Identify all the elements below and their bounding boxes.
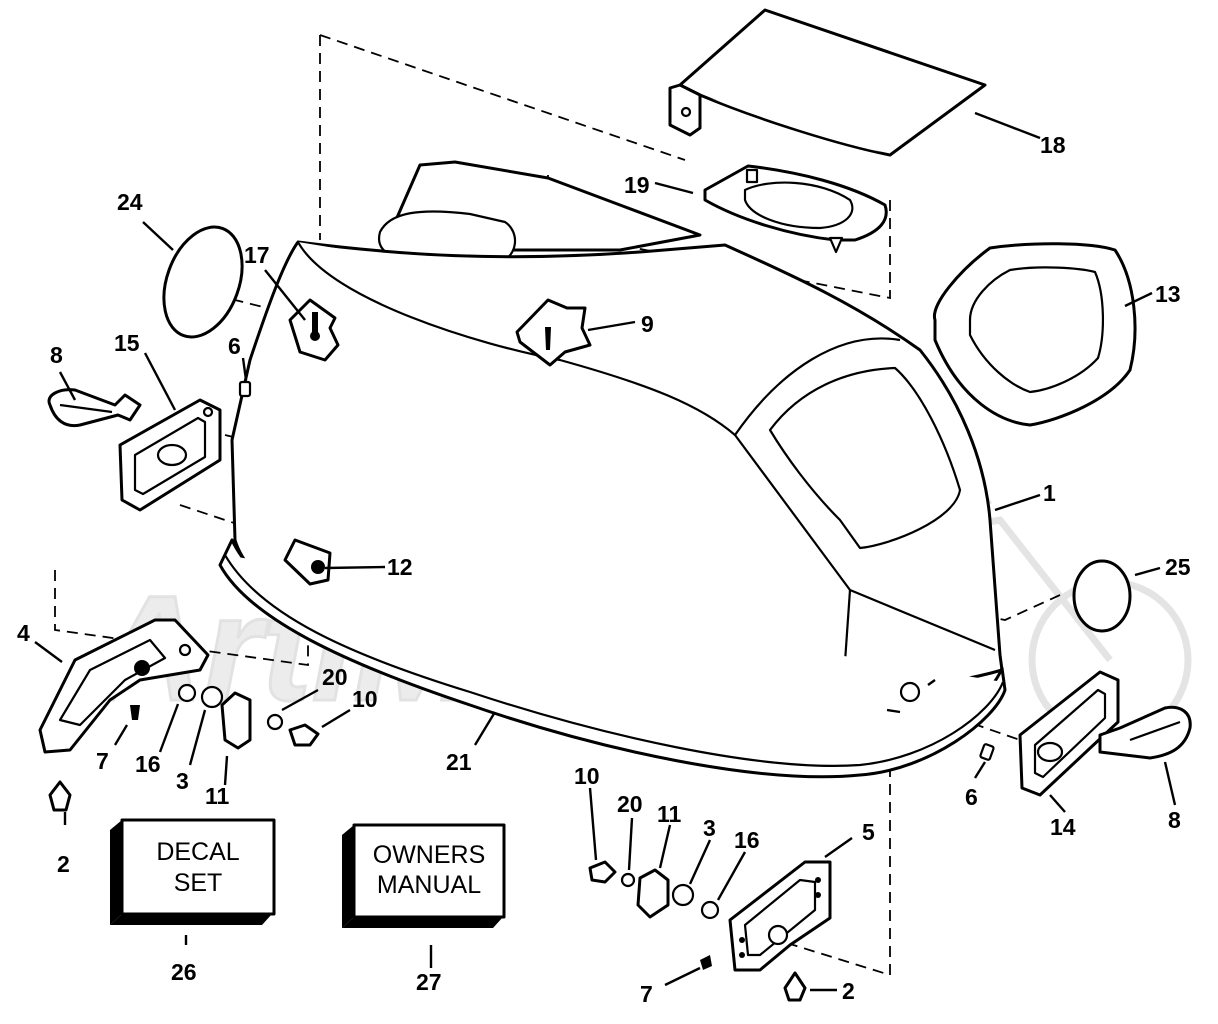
callout-8-right: 8 <box>1168 807 1181 833</box>
callout-labels: 18 19 24 17 13 9 15 6 8 1 12 25 4 20 10 … <box>17 132 1191 1007</box>
callout-16-right: 16 <box>734 827 760 853</box>
snap-2-left <box>48 780 72 812</box>
latch-plate-15 <box>118 398 222 512</box>
washer-20-right <box>620 872 636 888</box>
bracket-5 <box>728 860 832 972</box>
screw-6-right <box>979 743 995 761</box>
bolt-10-left <box>288 723 320 747</box>
callout-5: 5 <box>862 819 875 845</box>
handle-8-left <box>47 388 142 428</box>
latch-plate-12 <box>283 538 332 586</box>
owners-manual-box: OWNERS MANUAL <box>342 823 506 928</box>
engine-cover <box>218 160 1007 779</box>
callout-2-right: 2 <box>842 978 855 1004</box>
callout-13: 13 <box>1155 281 1181 307</box>
callout-8-left: 8 <box>50 342 63 368</box>
callout-3-right: 3 <box>703 815 716 841</box>
callout-1: 1 <box>1043 480 1056 506</box>
snap-2-right <box>783 971 807 1002</box>
callout-18: 18 <box>1040 132 1066 158</box>
callout-21: 21 <box>446 749 472 775</box>
washer-3-right <box>671 883 695 907</box>
top-cap-body <box>678 8 987 157</box>
callout-4: 4 <box>17 620 30 646</box>
hinge-11-right <box>636 868 670 919</box>
latch-plate-9 <box>515 298 592 367</box>
screw-6-left <box>238 380 252 398</box>
o-ring-25 <box>1072 559 1132 633</box>
washer-20-left <box>266 713 284 731</box>
callout-12: 12 <box>387 554 413 580</box>
manual-box-line2: MANUAL <box>377 871 481 899</box>
top-cap <box>668 8 987 157</box>
cover-grommet-hole <box>899 681 921 703</box>
callout-24: 24 <box>117 189 143 215</box>
window-frame <box>933 242 1137 427</box>
cover-crease-top <box>297 241 901 437</box>
washer-16-left <box>177 683 197 703</box>
o-ring-24 <box>162 225 244 339</box>
callout-20-left: 20 <box>322 664 348 690</box>
hatch-opening <box>743 181 854 230</box>
latch-plate-14 <box>1018 670 1120 797</box>
callout-3-left: 3 <box>176 768 189 794</box>
handle-8-right <box>1098 705 1192 760</box>
callout-25: 25 <box>1165 554 1191 580</box>
callout-6-right: 6 <box>965 784 978 810</box>
cover-seal-line <box>224 554 1005 767</box>
callout-26: 26 <box>171 959 197 985</box>
decal-set-box: DECAL SET <box>110 818 276 925</box>
callout-14: 14 <box>1050 814 1076 840</box>
hinge-11-left <box>220 691 252 750</box>
callout-27: 27 <box>416 969 442 995</box>
window-frame-inner <box>968 266 1104 394</box>
callout-20-right: 20 <box>617 791 643 817</box>
callout-11-right: 11 <box>657 801 682 827</box>
callout-7-right: 7 <box>640 981 653 1007</box>
callout-10-right: 10 <box>574 763 600 789</box>
snap-7-left <box>130 705 140 720</box>
washer-16-right <box>700 900 720 920</box>
cover-window <box>768 366 962 550</box>
leader-lines <box>34 111 1177 992</box>
decal-box-line2: SET <box>174 869 223 897</box>
callout-15: 15 <box>114 330 140 356</box>
callout-10-left: 10 <box>352 686 378 712</box>
bolt-10-right <box>588 860 617 884</box>
manual-box-line1: OWNERS <box>373 841 486 869</box>
bracket-4 <box>38 618 210 754</box>
snap-7-right <box>700 955 712 970</box>
callout-7-left: 7 <box>96 748 109 774</box>
callout-19: 19 <box>624 172 650 198</box>
callout-9: 9 <box>641 311 654 337</box>
callout-2-left: 2 <box>57 851 70 877</box>
decal-box-line1: DECAL <box>156 838 239 866</box>
callout-16-left: 16 <box>135 751 161 777</box>
callout-6-left: 6 <box>228 333 241 359</box>
callout-11-left: 11 <box>205 783 230 809</box>
washer-3-left <box>200 685 224 709</box>
hardware-left <box>48 683 320 812</box>
callout-17: 17 <box>244 242 270 268</box>
hatch-bracket <box>703 164 888 254</box>
hardware-right <box>588 860 807 1002</box>
